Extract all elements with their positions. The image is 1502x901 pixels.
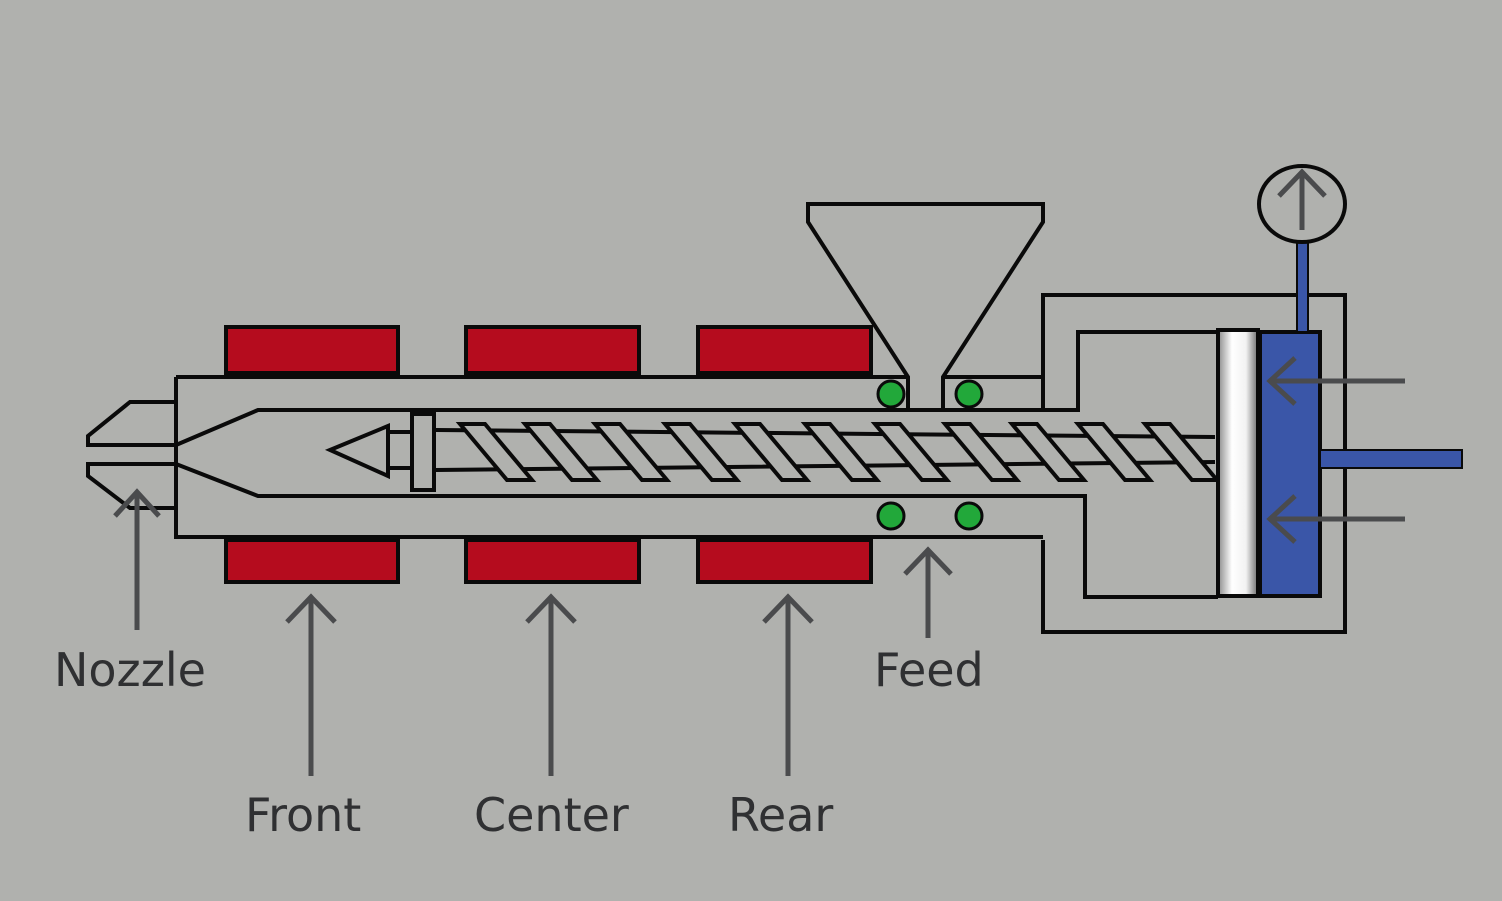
screw-flight xyxy=(590,422,672,482)
label-feed: Feed xyxy=(874,643,984,697)
cooling-port xyxy=(954,379,984,409)
heater-rear-top xyxy=(696,325,873,375)
cooling-port xyxy=(954,501,984,531)
arrow-left-icon xyxy=(1266,494,1405,544)
screw-flight xyxy=(660,422,742,482)
label-front: Front xyxy=(245,788,361,842)
heater-front-bottom xyxy=(224,538,400,584)
screw-flight xyxy=(940,422,1022,482)
heater-front-top xyxy=(224,325,400,375)
hydraulic-line-gauge xyxy=(1296,239,1309,333)
label-rear: Rear xyxy=(728,788,833,842)
screw-flight xyxy=(520,422,602,482)
screw-flight xyxy=(455,422,537,482)
screw-flight xyxy=(800,422,882,482)
label-nozzle: Nozzle xyxy=(54,643,206,697)
gauge-needle-arrow-icon xyxy=(1277,168,1327,230)
screw-flight xyxy=(1007,422,1089,482)
heater-center-top xyxy=(464,325,641,375)
screw-flight xyxy=(870,422,952,482)
rear-pointer-arrow xyxy=(762,593,814,776)
cooling-port xyxy=(876,379,906,409)
screw-flights xyxy=(455,422,1222,482)
barrel-bore xyxy=(175,330,1218,599)
hopper xyxy=(806,202,1045,412)
cooling-port xyxy=(876,501,906,531)
screw-flight xyxy=(1140,422,1222,482)
screw-tip xyxy=(324,423,412,480)
screw-flight xyxy=(730,422,812,482)
center-pointer-arrow xyxy=(525,593,577,776)
hydraulic-cylinder xyxy=(1258,330,1322,598)
label-center: Center xyxy=(474,788,629,842)
heater-rear-bottom xyxy=(696,538,873,584)
arrow-left-icon xyxy=(1266,356,1405,406)
heater-center-bottom xyxy=(464,538,641,584)
nozzle-pointer-arrow xyxy=(113,488,161,630)
screw-flight xyxy=(1073,422,1155,482)
ram-piston xyxy=(1216,328,1260,598)
check-ring xyxy=(410,412,436,492)
hydraulic-line-side xyxy=(1319,449,1463,469)
nozzle xyxy=(86,400,176,510)
front-pointer-arrow xyxy=(285,593,337,776)
feed-pointer-arrow xyxy=(903,546,953,638)
